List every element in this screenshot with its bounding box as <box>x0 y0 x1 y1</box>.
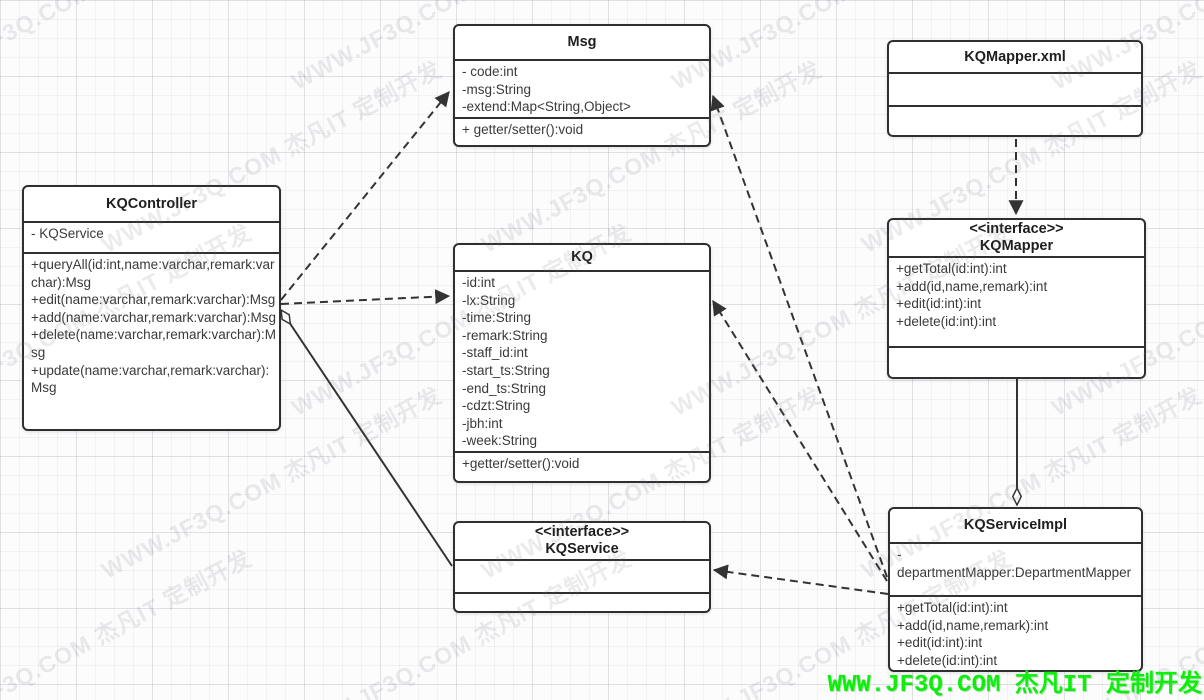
member-line: +queryAll(id:int,name:varchar,remark:var… <box>31 257 275 290</box>
class-title-line: KQController <box>105 195 198 212</box>
class-section <box>889 346 1144 377</box>
class-box-kqmapper-xml[interactable]: KQMapper.xml <box>887 40 1143 137</box>
class-section <box>889 105 1141 135</box>
class-box-kqservice[interactable]: <<interface>>KQService <box>453 521 711 613</box>
member-line: -lx:String <box>462 292 516 308</box>
class-title-line: <<interface>> <box>969 221 1064 237</box>
class-title-line: <<interface>> <box>534 524 630 540</box>
member-line: -week:String <box>462 433 538 449</box>
member-line: +edit(name:varchar,remark:varchar):Msg <box>31 292 276 308</box>
class-section: + getter/setter():void <box>455 116 709 145</box>
class-section <box>889 72 1141 105</box>
member-line: +add(id,name,remark):int <box>896 278 1048 294</box>
class-box-kqserviceimpl[interactable]: KQServiceImpl - departmentMapper:Departmen… <box>888 507 1143 673</box>
class-title-kqservice: <<interface>>KQService <box>455 523 709 559</box>
member-line: +add(id,name,remark):int <box>897 617 1049 633</box>
class-section: +queryAll(id:int,name:varchar,remark:var… <box>24 252 279 429</box>
member-line: +edit(id:int):int <box>896 296 982 312</box>
class-title-msg: Msg <box>455 26 709 59</box>
class-title-line: KQMapper.xml <box>964 48 1066 65</box>
class-title-line: KQServiceImpl <box>963 517 1068 533</box>
member-line: -remark:String <box>462 327 548 343</box>
member-line: - code:int <box>462 64 518 79</box>
member-line: +delete(name:varchar,remark:varchar):Msg <box>31 327 276 360</box>
kqserviceimpl-to-kqservice-dependency[interactable] <box>712 564 889 595</box>
class-title-kqserviceimpl: KQServiceImpl <box>890 509 1141 542</box>
member-line: +edit(id:int):int <box>897 635 983 651</box>
kqcontroller-to-kq-dependency[interactable] <box>280 289 451 305</box>
class-title-line: KQ <box>571 249 593 265</box>
member-line: -msg:String <box>462 81 532 97</box>
class-box-kq[interactable]: KQ -id:int -lx:String -time:String-remark:S… <box>453 243 711 483</box>
class-section: - departmentMapper:DepartmentMapper <box>890 542 1141 595</box>
member-line: - <box>897 547 902 562</box>
member-line: -id:int <box>462 275 496 290</box>
kqserviceimpl-to-msg-dependency[interactable] <box>710 94 888 578</box>
member-line: -start_ts:String <box>462 362 550 378</box>
class-title-line: KQMapper <box>979 238 1054 254</box>
member-line: -end_ts:String <box>462 380 547 396</box>
member-line: departmentMapper:DepartmentMapper <box>897 564 1132 580</box>
footer-watermark: WWW.JF3Q.COM 杰凡IT 定制开发 <box>827 672 1202 699</box>
member-line: +add(name:varchar,remark:varchar):Msg <box>31 309 276 325</box>
class-title-kqmapper-xml: KQMapper.xml <box>889 42 1141 72</box>
class-title-line: KQService <box>545 541 619 557</box>
member-line: +getTotal(id:int):int <box>896 261 1007 276</box>
class-section: - KQService <box>24 221 279 252</box>
member-line: +getter/setter():void <box>462 456 580 471</box>
class-title-kqcontroller: KQController <box>24 187 279 221</box>
member-line: +update(name:varchar,remark:varchar):Msg <box>31 362 270 396</box>
class-section: - code:int -msg:String -extend:Map<String,… <box>455 59 709 117</box>
member-line: -time:String <box>462 310 532 326</box>
class-title-kq: KQ <box>455 245 709 270</box>
class-section: +getTotal(id:int):int +add(id,name,remark… <box>889 256 1144 346</box>
class-box-kqcontroller[interactable]: KQController- KQService +queryAll(id:int,… <box>22 185 281 431</box>
kqserviceimpl-to-kq-dependency[interactable] <box>712 299 888 582</box>
kqcontroller-to-kqservice-aggregation[interactable] <box>281 310 453 567</box>
member-line: - KQService <box>31 226 104 241</box>
class-box-msg[interactable]: Msg - code:int -msg:String -extend:Map<Stri… <box>453 24 711 147</box>
class-title-line: Msg <box>567 34 597 50</box>
class-section <box>455 559 709 592</box>
member-line: + getter/setter():void <box>462 121 584 137</box>
class-box-kqmapper[interactable]: <<interface>>KQMapper+getTotal(id:int):i… <box>887 218 1146 379</box>
class-section: -id:int -lx:String -time:String-remark:Str… <box>455 270 709 451</box>
member-line: -extend:Map<String,Object> <box>462 99 631 115</box>
member-line: +getTotal(id:int):int <box>897 600 1008 615</box>
member-line: -staff_id:int <box>462 345 528 361</box>
class-section: +getter/setter():void <box>455 451 709 481</box>
kqcontroller-to-msg-dependency[interactable] <box>280 91 450 301</box>
class-section <box>455 592 709 611</box>
member-line: -jbh:int <box>462 415 503 431</box>
member-line: +delete(id:int):int <box>896 313 997 329</box>
class-title-kqmapper: <<interface>>KQMapper <box>889 220 1144 256</box>
class-section: +getTotal(id:int):int +add(id,name,remark… <box>890 595 1141 670</box>
member-line: -cdzt:String <box>462 398 531 414</box>
member-line: +delete(id:int):int <box>897 652 998 668</box>
